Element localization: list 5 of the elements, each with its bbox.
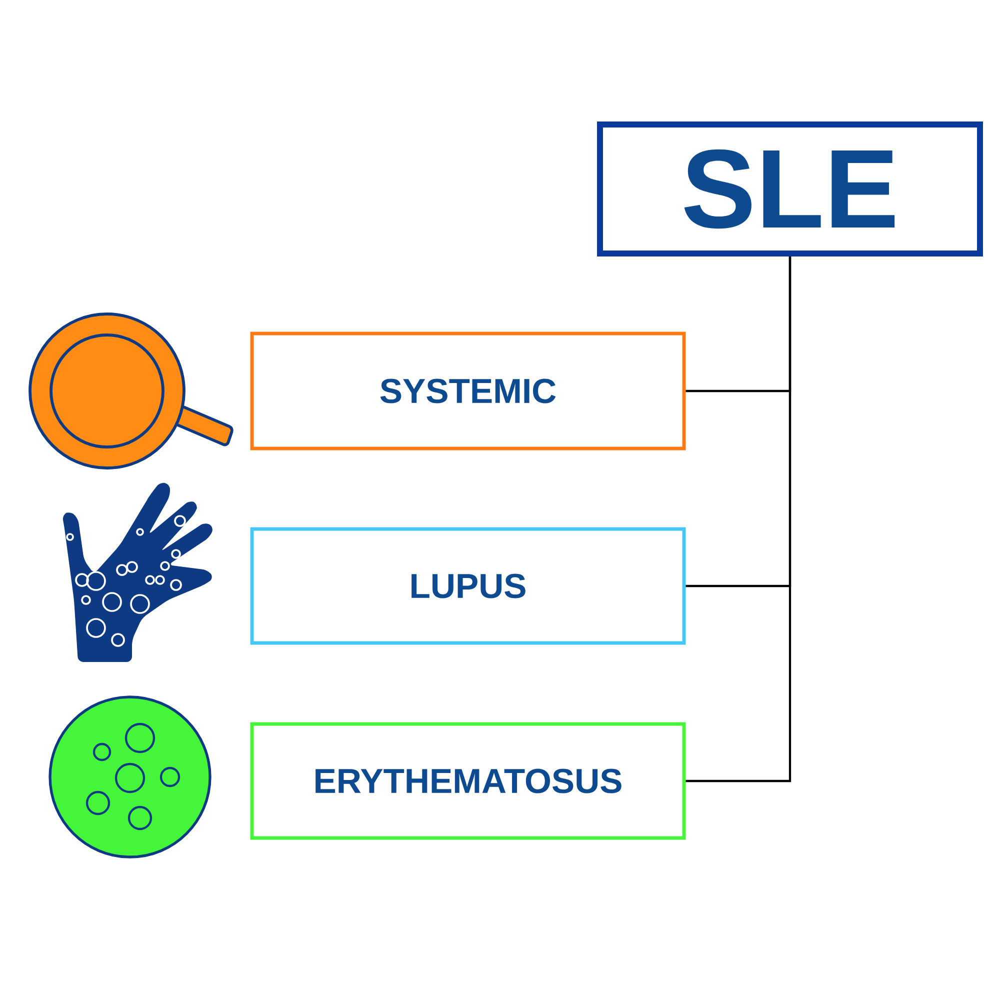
connector-line — [686, 256, 792, 782]
term-box: LUPUS — [250, 527, 686, 645]
term-box: SYSTEMIC — [250, 332, 686, 450]
title-box: SLE — [597, 121, 983, 257]
term-box: ERYTHEMATOSUS — [250, 722, 686, 840]
